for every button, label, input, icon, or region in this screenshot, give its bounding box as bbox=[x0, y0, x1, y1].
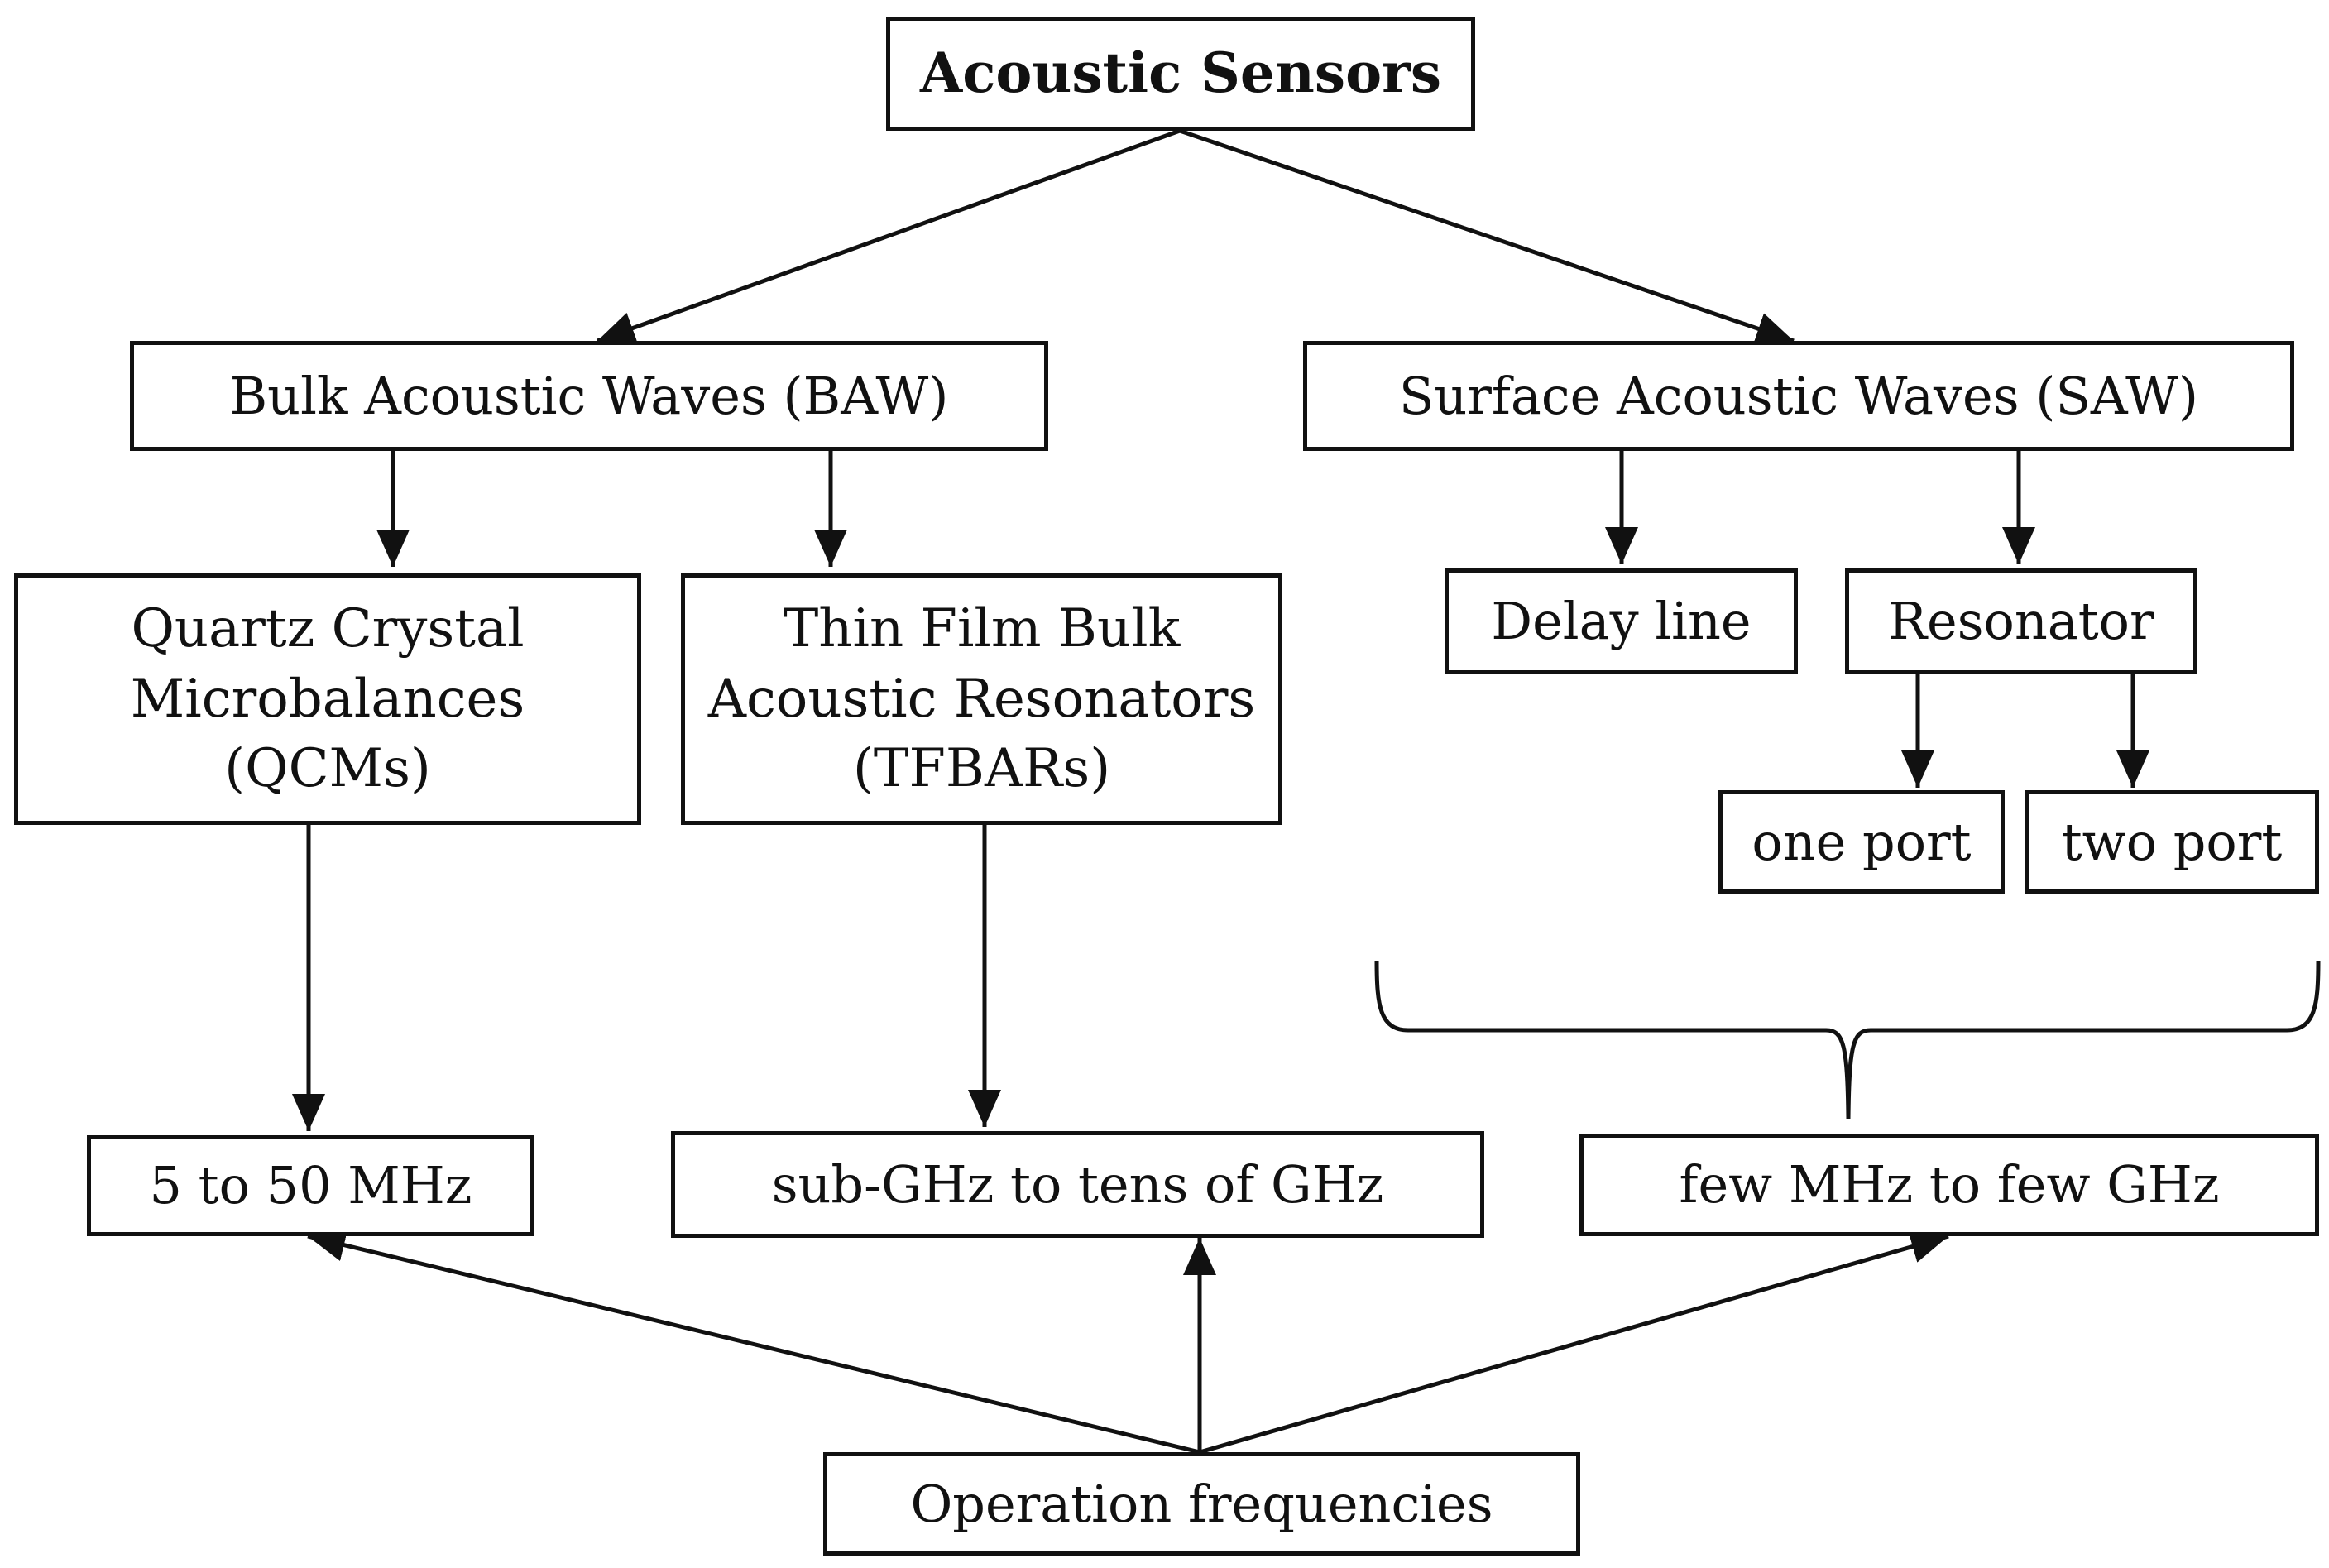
acoustic-sensors-box: Acoustic Sensors bbox=[886, 17, 1475, 131]
baw-box: Bulk Acoustic Waves (BAW) bbox=[130, 341, 1048, 451]
saw-frequency-range-box: few MHz to few GHz bbox=[1579, 1134, 2319, 1236]
saw-group-brace bbox=[1374, 961, 2321, 1120]
arrow-operation-to-saw-range bbox=[1199, 1230, 1949, 1455]
qcm-box: Quartz Crystal Microbalances (QCMs) bbox=[14, 573, 641, 825]
delay-line-box: Delay line bbox=[1445, 568, 1798, 674]
arrow-root-to-baw bbox=[597, 128, 1181, 344]
resonator-box: Resonator bbox=[1845, 568, 2197, 674]
saw-box: Surface Acoustic Waves (SAW) bbox=[1303, 341, 2294, 451]
two-port-box: two port bbox=[2025, 790, 2319, 894]
one-port-box: one port bbox=[1718, 790, 2005, 894]
tfbar-frequency-range-box: sub-GHz to tens of GHz bbox=[671, 1131, 1484, 1238]
qcm-frequency-range-box: 5 to 50 MHz bbox=[87, 1135, 534, 1236]
arrow-operation-to-qcm-range bbox=[307, 1229, 1200, 1455]
arrow-root-to-saw bbox=[1179, 128, 1795, 345]
operation-frequencies-box: Operation frequencies bbox=[823, 1452, 1580, 1556]
tfbar-box: Thin Film Bulk Acoustic Resonators (TFBA… bbox=[681, 573, 1282, 825]
